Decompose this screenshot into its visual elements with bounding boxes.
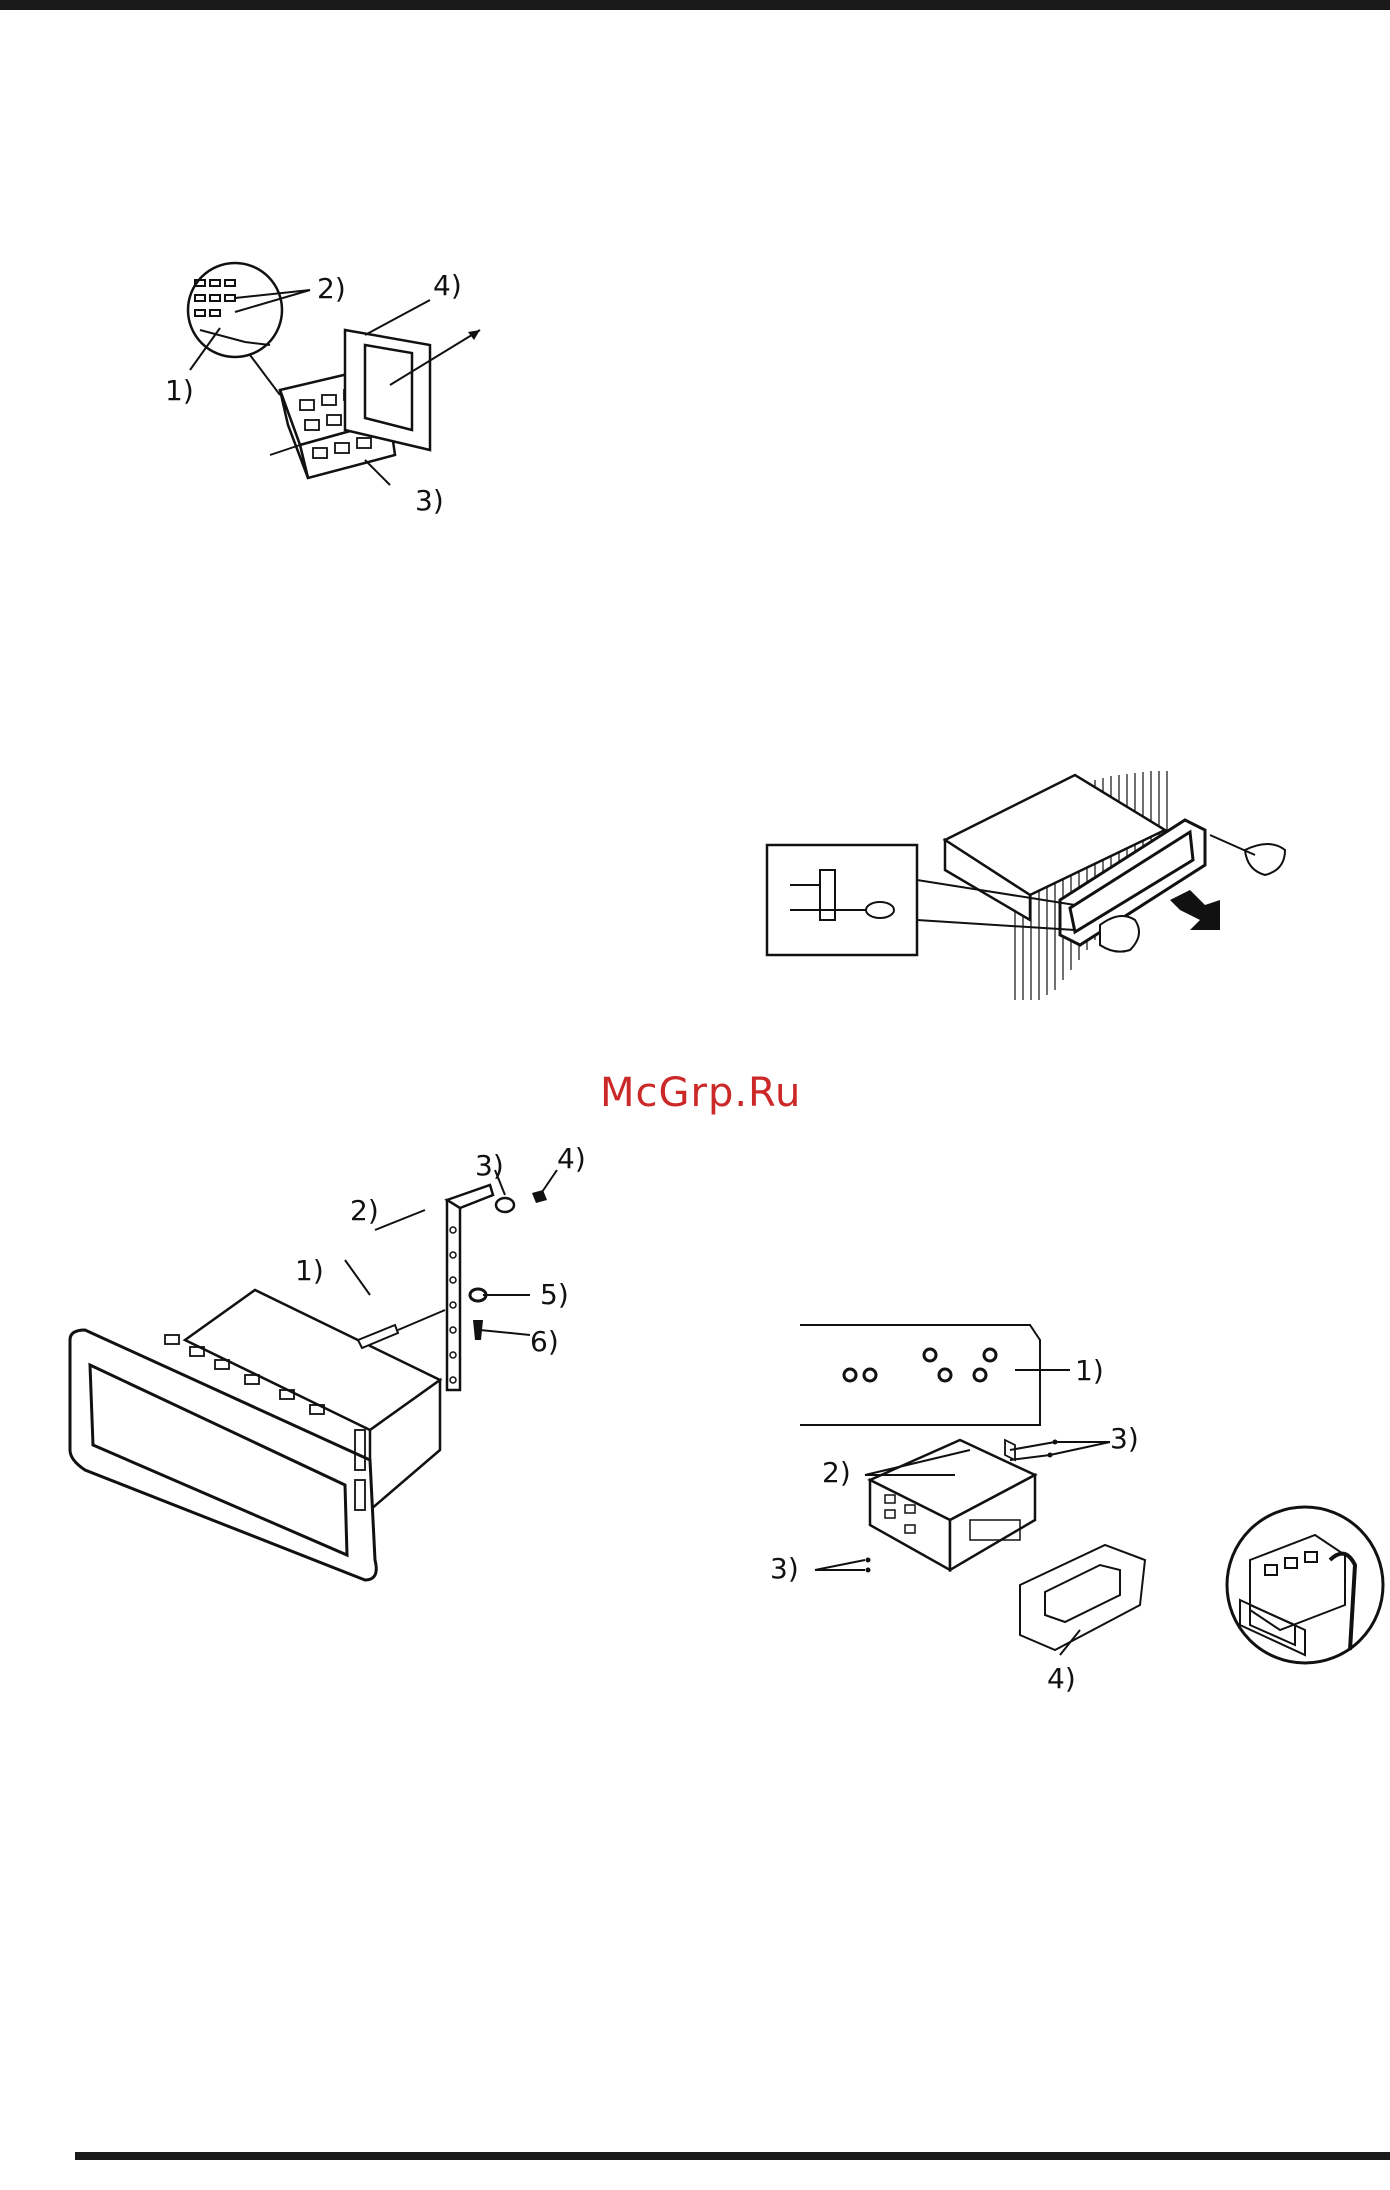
watermark-text: McGrp.Ru [600,1070,801,1116]
mounting-strap [447,1185,493,1390]
trim-ring [1020,1545,1145,1650]
figure-side-screw-mount: 1) 3) 2) 3) 4) [785,1320,1390,1700]
label-3-left: 3) [770,1552,799,1585]
bolt [358,1310,445,1348]
label-4: 4) [1047,1662,1076,1695]
label-1: 1) [295,1254,324,1287]
factory-bracket [800,1325,1040,1425]
figure-unit-removal [765,770,1305,1010]
trim-frame [345,330,430,450]
nut [532,1190,547,1203]
label-1: 1) [165,374,194,407]
label-4: 4) [433,269,462,302]
figure-rear-bracket: 2) 1) 3) 4) 5) 6) [65,1140,625,1600]
label-6: 6) [530,1325,559,1358]
label-5: 5) [540,1278,569,1311]
hand-left [1100,916,1139,952]
key-detail-inset [767,845,917,955]
bottom-rule [75,2152,1390,2160]
label-2: 2) [317,272,346,305]
label-3-right: 3) [1110,1422,1139,1455]
label-1: 1) [1075,1354,1104,1387]
label-3: 3) [415,484,444,517]
washer [496,1198,514,1212]
figure-cage-removal: 2) 1) 3) 4) [150,250,510,530]
top-rule [0,0,1390,10]
label-3: 3) [475,1149,504,1182]
hand-right [1245,844,1285,875]
label-2: 2) [350,1194,379,1227]
pull-arrow [1170,890,1220,930]
label-4: 4) [557,1142,586,1175]
label-2: 2) [822,1456,851,1489]
